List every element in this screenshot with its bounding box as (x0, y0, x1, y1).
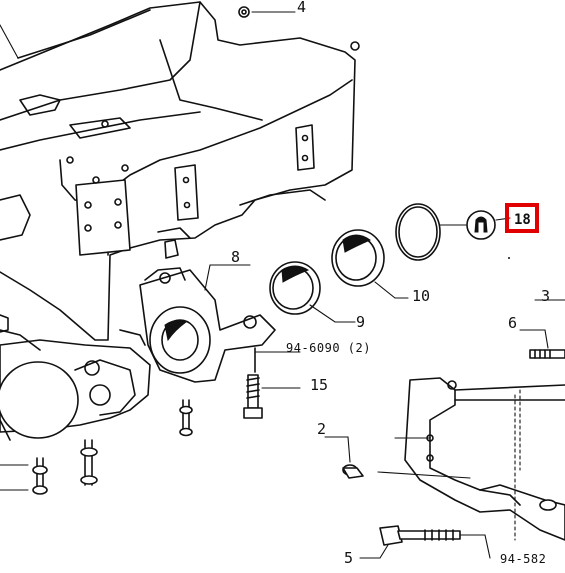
callout-3: 3 (541, 287, 550, 305)
callout-2: 2 (317, 420, 326, 438)
callout-9: 9 (356, 313, 365, 331)
callout-8: 8 (231, 248, 240, 266)
reference-94-6090: 94-6090 (2) (286, 341, 371, 355)
callout-15: 15 (310, 376, 328, 394)
pin-part-2 (324, 436, 364, 479)
callout-18: 18 (514, 212, 531, 228)
axle-housing (0, 329, 193, 495)
highlight-box (505, 203, 539, 233)
cap-part-18 (439, 210, 511, 259)
callout-10: 10 (412, 287, 430, 305)
bolt-part-15 (243, 347, 301, 419)
callout-4: 4 (297, 0, 306, 16)
bushing-part-9 (269, 261, 356, 323)
main-frame (0, 1, 360, 341)
pivot-bracket-part-8 (139, 264, 276, 383)
reference-94-582: 94-582 (500, 552, 546, 566)
bushing-part-10 (331, 229, 409, 299)
callout-6: 6 (508, 314, 517, 332)
bolt-part-5 (359, 525, 491, 559)
right-bracket-assembly (377, 299, 565, 541)
seal-ring (395, 203, 441, 261)
callout-labels: 4 8 9 10 3 6 15 2 5 94-6090 (2) 94-582 (231, 0, 550, 567)
callout-5: 5 (344, 549, 353, 567)
highlighted-callout-18[interactable]: 18 (505, 203, 539, 233)
